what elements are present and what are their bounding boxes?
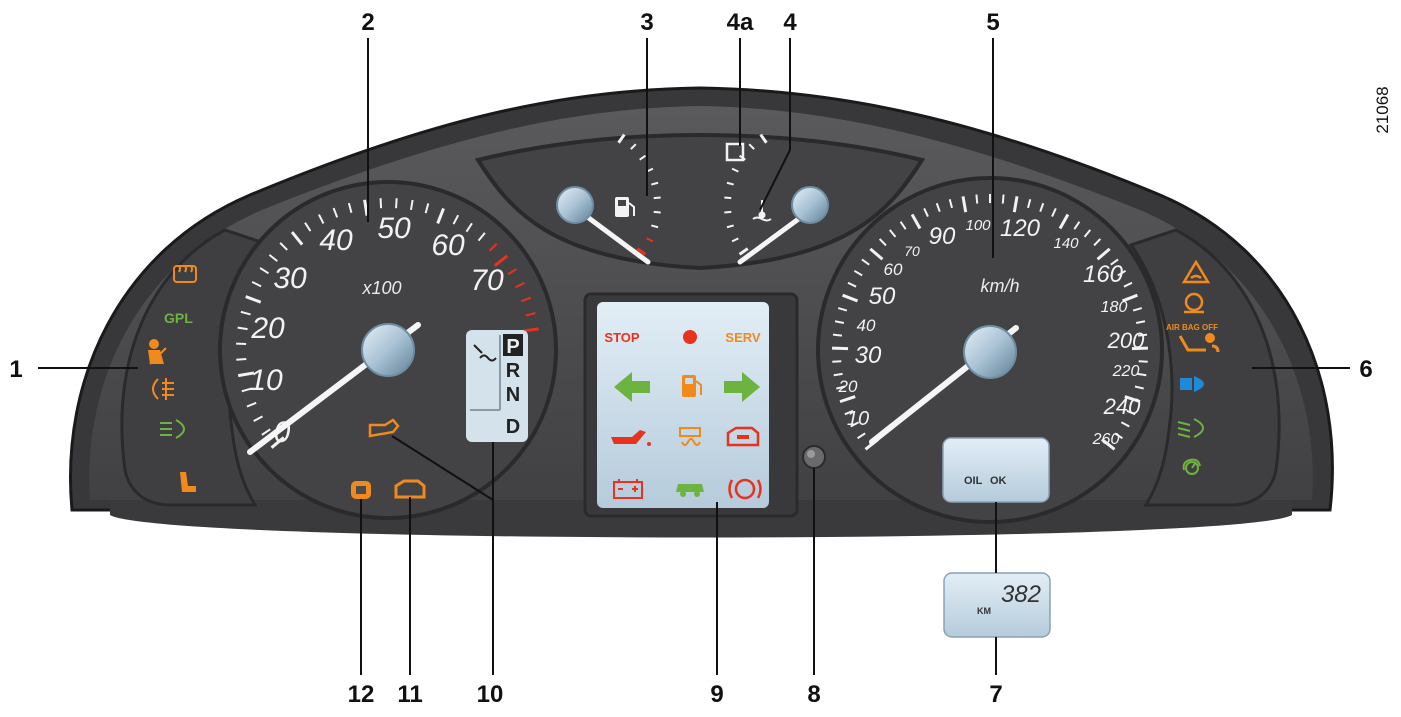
callout-9: 9 (710, 681, 723, 708)
gear-selector-display: P R N D (466, 330, 528, 442)
callout-3: 3 (640, 9, 653, 36)
oil-label: OIL (964, 475, 983, 487)
gear-park: P (506, 336, 519, 358)
anti-pollution-warning-icon (351, 481, 371, 499)
callout-2: 2 (361, 9, 374, 36)
callout-7: 7 (989, 681, 1002, 708)
speed-number-100: 100 (965, 217, 991, 234)
oil-level-display: OIL OK (943, 438, 1049, 502)
speed-number-160: 160 (1083, 261, 1124, 288)
fuel-tick-5 (654, 198, 661, 199)
speed-tick-9 (833, 335, 842, 336)
speed-number-140: 140 (1053, 235, 1079, 252)
speed-number-90: 90 (929, 223, 956, 250)
fuel-tick-6 (654, 212, 661, 213)
airbag-off-label: AIR BAG OFF (1166, 323, 1218, 332)
tach-number-60: 60 (431, 229, 465, 262)
oil-ok-label: OK (990, 475, 1007, 487)
speed-unit: km/h (980, 276, 1019, 296)
speed-hub (964, 326, 1016, 378)
gear-reverse: R (506, 360, 521, 382)
speed-tick-6 (834, 374, 843, 375)
callout-8: 8 (807, 681, 820, 708)
serv-warning-label: SERV (725, 330, 760, 345)
callout-4a: 4a (727, 9, 754, 36)
callout-4: 4 (783, 9, 797, 36)
speed-number-200: 200 (1107, 328, 1145, 353)
trip-reset-button (803, 446, 825, 468)
figure-reference-code: 21068 (1373, 86, 1392, 133)
tach-number-20: 20 (250, 312, 285, 345)
callout-10: 10 (477, 681, 504, 708)
speed-number-50: 50 (869, 283, 896, 310)
temperature-tick-3 (724, 212, 731, 213)
odometer-value: 382 (1001, 581, 1041, 608)
callout-1: 1 (9, 356, 22, 383)
tach-hub (362, 324, 414, 376)
speed-number-240: 240 (1103, 394, 1141, 419)
tach-number-40: 40 (319, 224, 353, 257)
tach-number-70: 70 (470, 264, 504, 297)
fuel-hub (557, 187, 593, 223)
callout-11: 11 (397, 681, 422, 708)
red-alert-dot (683, 330, 697, 344)
speed-tick-7 (832, 361, 841, 362)
speed-tick-45 (1139, 361, 1148, 362)
gear-neutral: N (506, 384, 520, 406)
tach-tick-6 (236, 359, 246, 360)
speed-number-20: 20 (838, 377, 858, 396)
tach-number-30: 30 (273, 262, 307, 295)
speed-tick-27 (1003, 195, 1004, 204)
odometer-display: 382 KM (944, 573, 1050, 637)
temperature-tick-4 (724, 198, 731, 199)
speed-number-40: 40 (857, 316, 876, 335)
gpl-indicator: GPL (164, 310, 193, 326)
speed-number-180: 180 (1101, 299, 1128, 316)
tach-number-50: 50 (377, 212, 411, 245)
tach-multiplier: x100 (361, 278, 401, 298)
speed-number-60: 60 (884, 260, 903, 279)
speed-number-10: 10 (847, 408, 869, 430)
speed-number-120: 120 (1000, 215, 1041, 242)
speed-tick-25 (976, 195, 977, 204)
temperature-hub (792, 187, 828, 223)
odometer-unit: KM (977, 606, 991, 616)
speed-number-70: 70 (904, 243, 920, 259)
gear-drive: D (506, 416, 520, 438)
speed-number-30: 30 (855, 342, 882, 369)
callout-12: 12 (348, 681, 375, 708)
speed-number-220: 220 (1112, 363, 1140, 380)
callout-6: 6 (1359, 356, 1372, 383)
warning-light-panel: STOP SERV (585, 294, 797, 516)
speed-number-260: 260 (1092, 431, 1120, 448)
stop-warning-label: STOP (604, 330, 639, 345)
tach-number-10: 10 (249, 364, 283, 397)
callout-5: 5 (986, 9, 999, 36)
tach-tick-22 (396, 198, 397, 208)
